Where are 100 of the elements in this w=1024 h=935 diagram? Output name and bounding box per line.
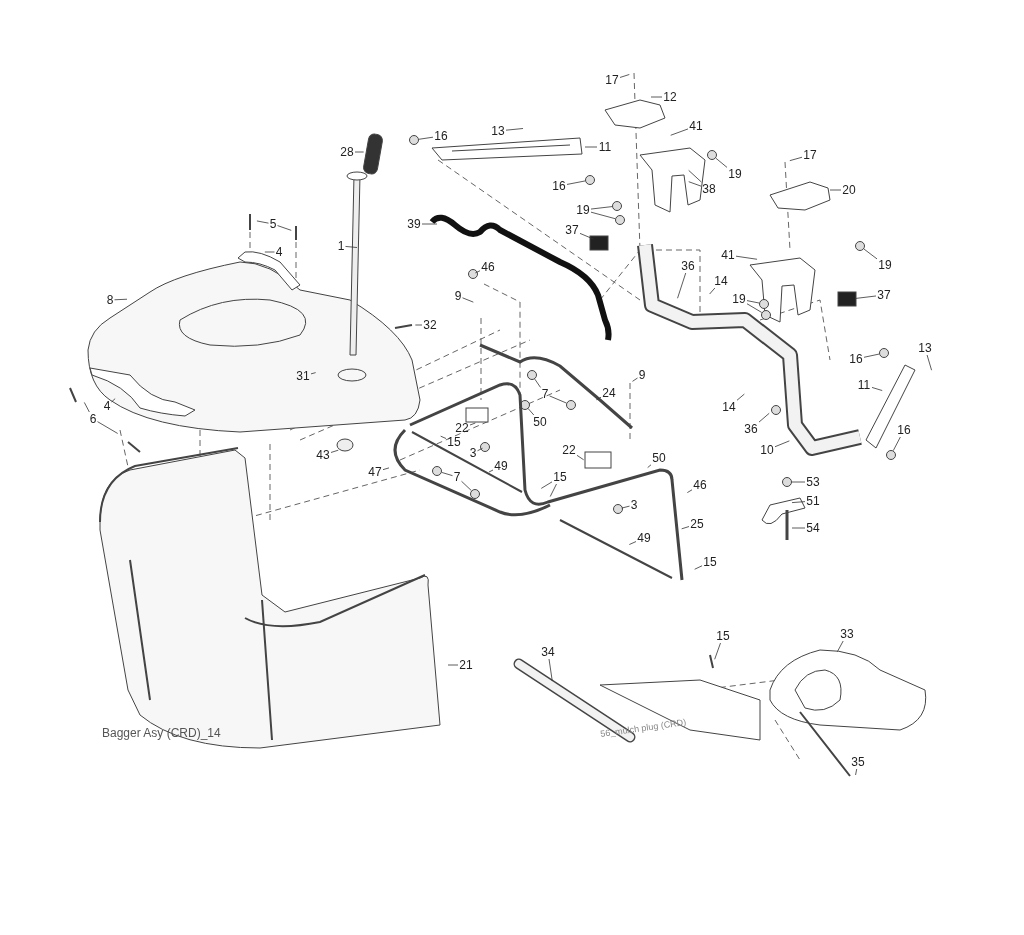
callout-number: 13 bbox=[490, 124, 506, 138]
callout-number: 9 bbox=[637, 368, 647, 382]
leader-line bbox=[310, 372, 317, 375]
callout-number: 15 bbox=[552, 470, 568, 484]
leader-line bbox=[709, 287, 716, 295]
leader-line bbox=[488, 469, 494, 473]
callout-number: 5 bbox=[268, 217, 278, 231]
leader-line bbox=[735, 255, 758, 260]
callout-number: 10 bbox=[759, 443, 775, 457]
callout-number: 17 bbox=[604, 73, 620, 87]
callout-number: 11 bbox=[597, 140, 613, 154]
leader-line bbox=[354, 151, 365, 153]
callout-number: 19 bbox=[731, 292, 747, 306]
callout-number: 12 bbox=[662, 90, 678, 104]
leader-line bbox=[688, 170, 702, 183]
leader-line bbox=[714, 642, 721, 660]
leader-line bbox=[863, 248, 878, 260]
callout-number: 19 bbox=[575, 203, 591, 217]
callout-number: 41 bbox=[688, 119, 704, 133]
leader-line bbox=[277, 225, 292, 231]
leader-line bbox=[746, 300, 760, 304]
callout-number: 11 bbox=[856, 378, 872, 392]
leader-line bbox=[576, 454, 585, 461]
callout-number: 47 bbox=[367, 465, 383, 479]
leader-line bbox=[469, 422, 476, 426]
leader-line bbox=[421, 223, 438, 225]
callout-number: 13 bbox=[917, 341, 933, 355]
callout-number: 1 bbox=[336, 239, 346, 253]
callout-number: 38 bbox=[701, 182, 717, 196]
leader-line bbox=[791, 527, 806, 529]
leader-line bbox=[441, 472, 453, 477]
callout-number: 24 bbox=[601, 386, 617, 400]
callout-number: 36 bbox=[680, 259, 696, 273]
leader-line bbox=[461, 480, 472, 491]
leader-line bbox=[791, 481, 806, 483]
leader-line bbox=[264, 251, 275, 253]
leader-line bbox=[746, 303, 763, 313]
leader-line bbox=[774, 440, 790, 448]
callout-number: 3 bbox=[468, 446, 478, 460]
callout-number: 3 bbox=[629, 498, 639, 512]
callout-number: 15 bbox=[446, 435, 462, 449]
leader-line bbox=[595, 396, 602, 401]
leader-line bbox=[590, 211, 616, 220]
leader-line bbox=[647, 464, 652, 468]
callout-number: 8 bbox=[105, 293, 115, 307]
leader-line bbox=[837, 640, 844, 652]
callout-number: 31 bbox=[295, 369, 311, 383]
leader-line bbox=[926, 354, 932, 371]
leader-line bbox=[256, 220, 269, 224]
leader-line bbox=[114, 298, 128, 301]
callout-number: 14 bbox=[721, 400, 737, 414]
leader-line bbox=[474, 270, 481, 274]
leader-line bbox=[686, 489, 693, 493]
leader-line bbox=[549, 395, 567, 404]
leader-line bbox=[863, 353, 880, 358]
caption-text: 56_mulch plug (CRD) bbox=[599, 716, 688, 741]
callout-number: 19 bbox=[877, 258, 893, 272]
leader-line bbox=[584, 146, 598, 148]
leader-line bbox=[632, 377, 638, 382]
callout-number: 16 bbox=[848, 352, 864, 366]
callout-number: 21 bbox=[458, 658, 474, 672]
leader-line bbox=[418, 136, 434, 140]
callout-number: 37 bbox=[564, 223, 580, 237]
callout-number: 43 bbox=[315, 448, 331, 462]
leader-line bbox=[670, 128, 689, 136]
callout-number: 15 bbox=[715, 629, 731, 643]
leader-line bbox=[330, 449, 339, 453]
callout-number: 25 bbox=[689, 517, 705, 531]
leader-line bbox=[527, 407, 535, 416]
callout-number: 50 bbox=[651, 451, 667, 465]
callout-number: 4 bbox=[274, 245, 284, 259]
leader-line bbox=[829, 189, 842, 191]
leader-line bbox=[758, 412, 770, 423]
leader-line bbox=[549, 483, 557, 497]
leader-line bbox=[715, 157, 728, 168]
leader-line bbox=[650, 96, 663, 98]
callout-number: 16 bbox=[896, 423, 912, 437]
leader-line bbox=[855, 295, 877, 299]
callout-number: 4 bbox=[102, 399, 112, 413]
callout-number: 33 bbox=[839, 627, 855, 641]
leader-line bbox=[579, 233, 594, 240]
leader-line bbox=[447, 664, 459, 666]
leader-line bbox=[540, 481, 553, 489]
leader-line bbox=[621, 505, 630, 509]
leader-line bbox=[789, 156, 803, 162]
leader-line bbox=[505, 128, 524, 131]
callout-number: 46 bbox=[692, 478, 708, 492]
leader-line bbox=[345, 246, 358, 248]
callout-number: 7 bbox=[540, 387, 550, 401]
leader-line bbox=[83, 402, 90, 413]
callout-number: 54 bbox=[805, 521, 821, 535]
leader-line bbox=[97, 421, 119, 434]
leader-line bbox=[566, 180, 586, 185]
leader-line bbox=[477, 447, 483, 452]
leader-line bbox=[462, 297, 474, 303]
caption-text: Bagger Asy (CRD)_14 bbox=[102, 725, 221, 742]
callout-number: 32 bbox=[422, 318, 438, 332]
callout-number: 22 bbox=[454, 421, 470, 435]
callout-number: 46 bbox=[480, 260, 496, 274]
leader-line bbox=[534, 378, 541, 388]
